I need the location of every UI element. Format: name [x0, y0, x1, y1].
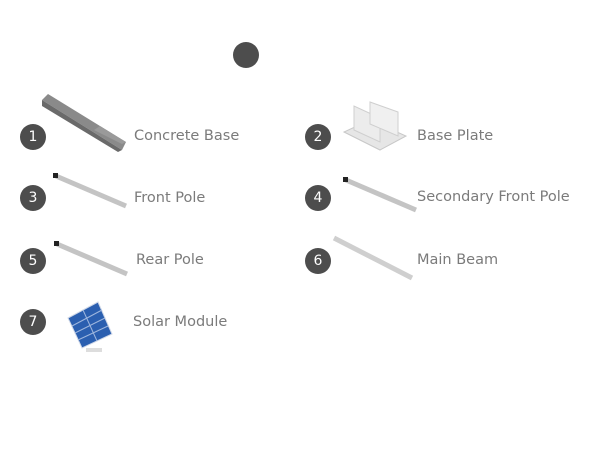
part-number-badge-4: 4 — [305, 185, 331, 211]
part-label-main-beam: Main Beam — [417, 252, 499, 268]
part-label-solar-module: Solar Module — [133, 314, 228, 330]
base-plate-image — [342, 101, 408, 151]
part-label-base-plate: Base Plate — [417, 128, 494, 144]
secondary-front-pole-image — [343, 177, 417, 213]
part-label-front-pole: Front Pole — [134, 190, 206, 206]
part-number-badge-7: 7 — [20, 309, 46, 335]
solar-module-image — [67, 301, 113, 352]
part-number-badge-6: 6 — [305, 248, 331, 274]
main-beam-image — [332, 235, 414, 281]
part-label-rear-pole: Rear Pole — [136, 252, 204, 268]
concrete-base-image — [42, 94, 126, 152]
part-number-badge-1: 1 — [20, 124, 46, 150]
part-label-secondary-front-pole: Secondary Front Pole — [417, 189, 570, 205]
part-number-badge-5: 5 — [20, 248, 46, 274]
partial-number-badge — [233, 42, 259, 68]
part-number-badge-3: 3 — [20, 185, 46, 211]
part-number-badge-2: 2 — [305, 124, 331, 150]
part-label-concrete-base: Concrete Base — [134, 128, 240, 144]
rear-pole-image — [54, 241, 128, 277]
front-pole-image — [53, 173, 127, 209]
